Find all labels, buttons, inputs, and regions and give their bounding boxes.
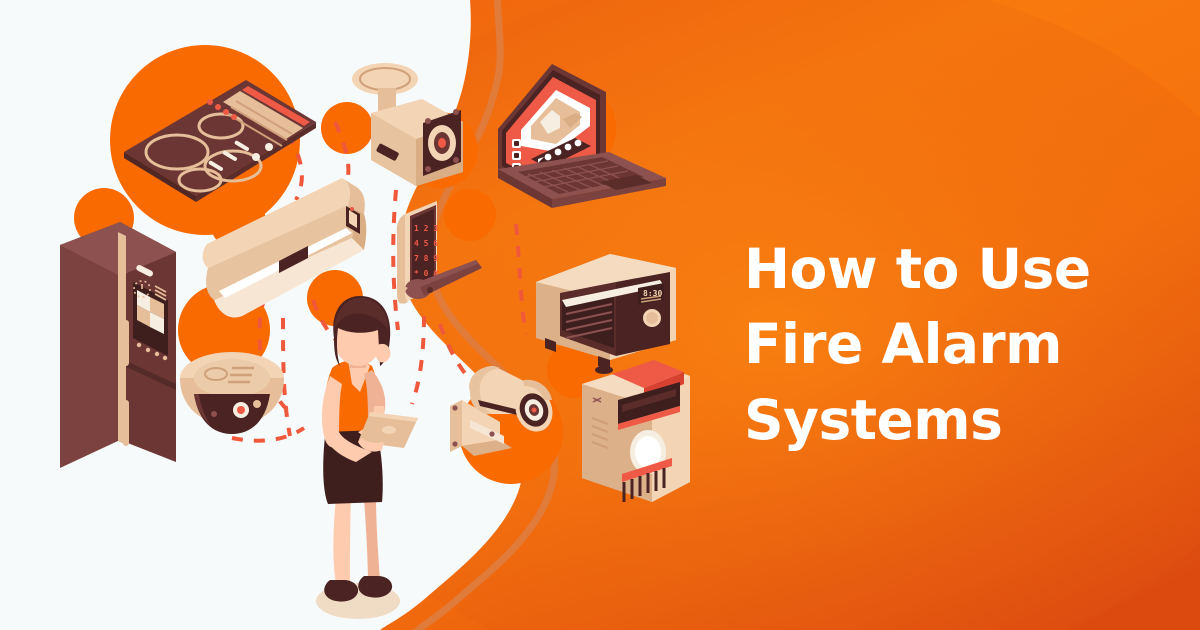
device-air-conditioner — [202, 178, 367, 318]
device-laptop-surveillance — [498, 64, 666, 208]
svg-text:4 5 6: 4 5 6 — [414, 239, 438, 248]
device-ceiling-box-camera — [352, 63, 463, 186]
device-induction-cooktop — [124, 80, 316, 202]
device-dome-camera — [180, 352, 284, 434]
svg-text:7 8 9: 7 8 9 — [414, 254, 438, 263]
svg-text:1 2 3: 1 2 3 — [414, 224, 438, 233]
oven-display-text: 8:30 — [643, 289, 662, 298]
page-title: How to Use Fire Alarm Systems — [744, 237, 1091, 452]
device-fire-alarm-panel — [582, 360, 690, 502]
person-woman-with-tablet — [316, 296, 418, 619]
svg-text:* 0 #: * 0 # — [414, 269, 438, 278]
accent-curve-stroke — [412, 0, 558, 630]
device-keypad-door-lock: 1 2 3 4 5 6 7 8 9 * 0 # — [396, 201, 482, 304]
device-smart-refrigerator — [60, 222, 176, 468]
device-bullet-camera — [450, 366, 553, 456]
device-toaster-oven: 8:30 — [536, 254, 676, 374]
